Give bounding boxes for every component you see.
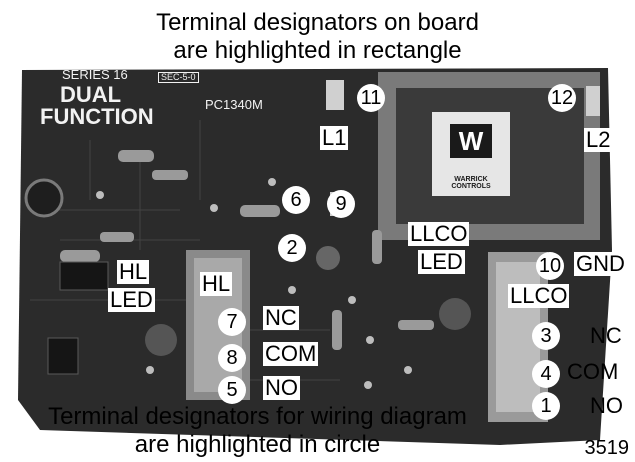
circle-4: 4 (532, 360, 560, 388)
label-nc-right: NC (590, 323, 622, 348)
caption-top-line2: are highlighted in rectangle (173, 37, 462, 64)
circle-7: 7 (218, 308, 246, 336)
circle-10: 10 (536, 252, 564, 280)
board-function-text: FUNCTION (40, 104, 154, 129)
label-hl: HL (200, 271, 233, 296)
label-l1: L1 (320, 125, 349, 150)
circle-6: 6 (282, 186, 310, 214)
label-llco: LLCO (508, 283, 570, 308)
label-llco-led-2: LED (418, 249, 465, 274)
label-hl-led-1: HL (117, 259, 150, 284)
llco-led-component (439, 298, 471, 330)
transformer-logo: WARRICK CONTROLS (451, 176, 491, 190)
label-l2: L2 (584, 127, 613, 152)
figure-number: 3519 (584, 437, 630, 459)
label-com-left: COM (263, 341, 319, 366)
circle-8: 8 (218, 344, 246, 372)
caption-bottom-line2: are highlighted in circle (134, 431, 381, 458)
label-llco-led-1: LLCO (408, 221, 470, 246)
label-hl-led-2: LED (108, 287, 155, 312)
caption-bottom-line1: Terminal designators for wiring diagram (48, 403, 467, 430)
label-nc-left: NC (263, 305, 299, 330)
caption-top-line1: Terminal designators on board (156, 9, 479, 36)
circle-5: 5 (218, 376, 246, 404)
hl-led-component (145, 324, 177, 356)
circle-9: 9 (327, 190, 355, 218)
circle-3: 3 (532, 322, 560, 350)
board-sec-tag: SEC-5-0 (158, 72, 199, 83)
label-no-right: NO (590, 393, 623, 418)
svg-text:W: W (459, 126, 484, 156)
ic-chip (59, 261, 109, 291)
circle-12: 12 (548, 84, 576, 112)
label-gnd: GND (574, 251, 627, 276)
label-no-left: NO (263, 375, 300, 400)
label-com-right: COM (567, 359, 619, 384)
circle-1: 1 (532, 392, 560, 420)
board-part-number: PC1340M (205, 97, 263, 112)
circle-2: 2 (278, 234, 306, 262)
capacitor (24, 178, 64, 218)
board-series-text: SERIES 16 (62, 67, 128, 82)
circle-11: 11 (357, 84, 385, 112)
board-dual-text: DUAL (60, 82, 122, 107)
